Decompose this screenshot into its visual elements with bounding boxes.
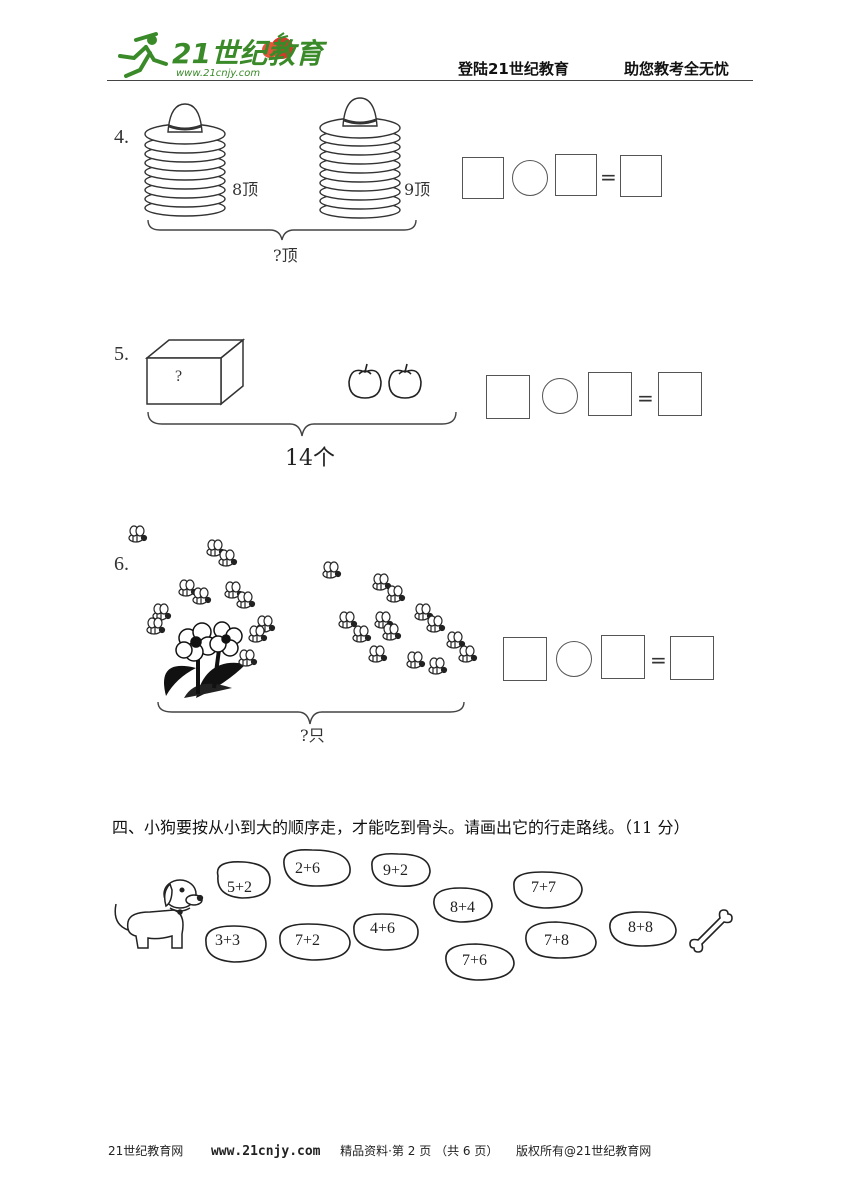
q6-answer-box-3[interactable]: [670, 636, 714, 680]
bean-label[interactable]: 4+6: [370, 920, 396, 937]
q6-number: 6.: [114, 553, 129, 575]
q6-total-label: ?只: [300, 726, 325, 745]
q5-total-label: 14个: [285, 446, 335, 471]
section-4-title: 四、小狗要按从小到大的顺序走，才能吃到骨头。请画出它的行走路线。（11 分）: [112, 818, 690, 837]
tomato-icon: [262, 32, 293, 59]
q4-right-count: 9顶: [404, 180, 431, 199]
q4-brace: [147, 219, 417, 241]
footer-copyright: 版权所有@21世纪教育网: [516, 1144, 652, 1158]
bean-9+2: [371, 852, 431, 888]
q4-operator-circle[interactable]: [512, 160, 548, 196]
footer-site: 21世纪教育网: [108, 1144, 184, 1158]
slogan-right: 助您教考全无忧: [624, 60, 730, 78]
q4-answer-box-2[interactable]: [555, 154, 597, 196]
q6-operator-circle[interactable]: [556, 641, 592, 677]
bee-icon: [322, 561, 342, 579]
q5-operator-circle[interactable]: [542, 378, 578, 414]
q6-answer-box-2[interactable]: [601, 635, 645, 679]
logo-text: 21世纪教育: [172, 37, 328, 70]
apple-icon: [348, 363, 382, 399]
bean-7+7: [513, 871, 583, 909]
q4-equals-sign: =: [600, 165, 617, 189]
slogan-left: 登陆21世纪教育: [458, 60, 569, 78]
q5-answer-box-2[interactable]: [588, 372, 632, 416]
bean-label[interactable]: 7+8: [544, 932, 570, 949]
q6-bee-swarm: [322, 561, 478, 675]
bean-8+8: [609, 911, 677, 947]
q4-hat-stack-left: [144, 103, 226, 217]
runner-icon: [118, 32, 168, 78]
q4-answer-box-1[interactable]: [462, 157, 504, 199]
bean-label[interactable]: 8+4: [450, 899, 476, 916]
bean-label[interactable]: 3+3: [215, 932, 241, 949]
bean-3+3: [205, 925, 267, 963]
q5-answer-box-1[interactable]: [486, 375, 530, 419]
header-divider: [107, 80, 753, 81]
bean-4+6: [353, 913, 419, 951]
q4-hat-stack-right: [319, 97, 401, 219]
flower-icon: [164, 621, 246, 698]
q5-number: 5.: [114, 343, 129, 365]
q6-flower-with-bees: [128, 525, 276, 698]
footer-page-info: 精品资料·第 2 页 （共 6 页）: [340, 1144, 499, 1158]
bean-7+8: [525, 921, 597, 959]
bee-icon: [128, 525, 148, 543]
bone-icon: [689, 909, 733, 953]
bean-7+6: [445, 943, 515, 981]
q4-number: 4.: [114, 126, 129, 148]
header: 21世纪教育 www.21cnjy.com 登陆21世纪教育 助您教考全无忧: [0, 0, 860, 90]
q5-apples: [348, 363, 422, 399]
bean-label[interactable]: 7+6: [462, 952, 488, 969]
logo-url: www.21cnjy.com: [176, 68, 260, 79]
q5-brace: [147, 411, 457, 437]
q6-brace: [157, 701, 465, 725]
apple-icon: [388, 363, 422, 399]
bean-cards: [205, 848, 677, 981]
bean-label[interactable]: 8+8: [628, 919, 654, 936]
q5-box-icon: [144, 338, 246, 406]
footer: 21世纪教育网 www.21cnjy.com 精品资料·第 2 页 （共 6 页…: [108, 1142, 651, 1159]
bean-label[interactable]: 5+2: [227, 879, 253, 896]
bean-label[interactable]: 2+6: [295, 860, 321, 877]
bean-2+6: [283, 848, 351, 887]
bean-label[interactable]: 7+7: [531, 879, 557, 896]
bean-5+2: [216, 860, 271, 899]
q4-answer-box-3[interactable]: [620, 155, 662, 197]
q4-total-label: ?顶: [273, 246, 298, 265]
q5-equals-sign: =: [637, 386, 654, 410]
bean-7+2: [279, 923, 351, 961]
bean-label[interactable]: 7+2: [295, 932, 321, 949]
q4-left-count: 8顶: [232, 180, 259, 199]
footer-url[interactable]: www.21cnjy.com: [210, 1144, 321, 1159]
q5-box-label: ?: [175, 368, 183, 385]
q5-answer-box-3[interactable]: [658, 372, 702, 416]
q6-answer-box-1[interactable]: [503, 637, 547, 681]
bean-label[interactable]: 9+2: [383, 862, 409, 879]
bean-8+4: [433, 887, 493, 923]
q6-equals-sign: =: [650, 648, 667, 672]
dog-icon: [114, 879, 204, 949]
site-logo: 21世纪教育 www.21cnjy.com: [118, 32, 328, 79]
